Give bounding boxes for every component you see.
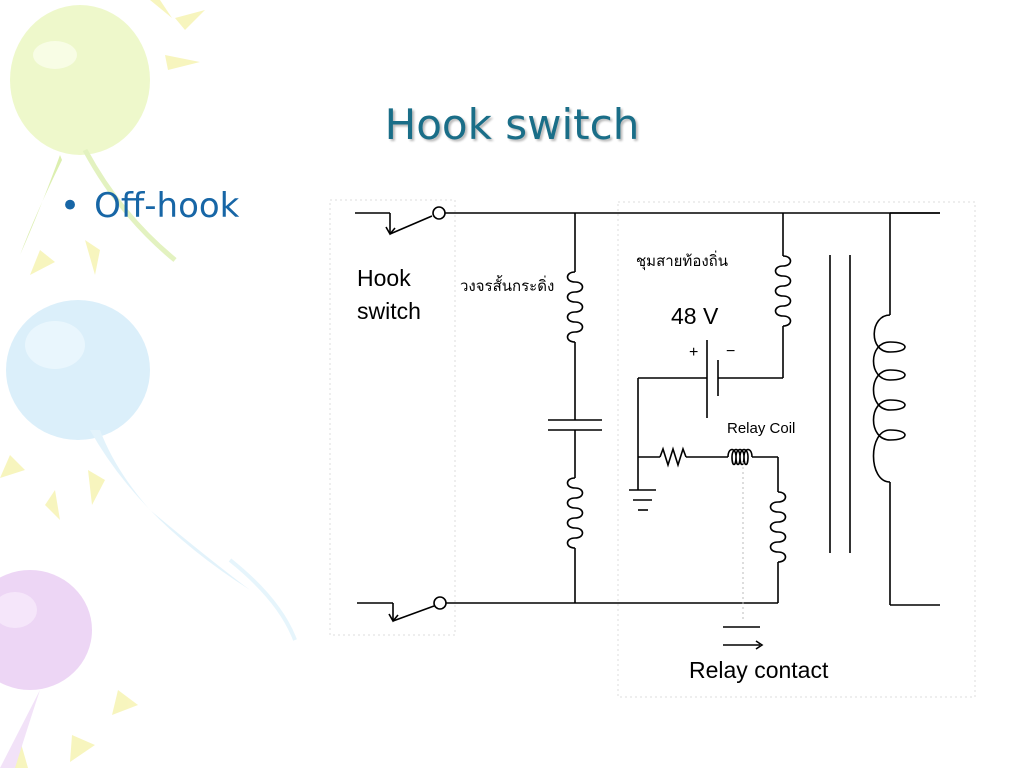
relay-coil-label: Relay Coil: [727, 420, 795, 437]
bullet-dot-icon: •: [60, 186, 81, 226]
slide-title: Hook switch: [384, 100, 640, 149]
relay-contact-label: Relay contact: [689, 657, 829, 683]
hook-switch-label-line1: Hook: [357, 265, 411, 291]
circuit-wires: [355, 206, 940, 650]
blue-balloon-icon: [6, 300, 297, 641]
hook-switch-label-line2: switch: [357, 298, 421, 324]
battery-plus-label: +: [689, 344, 698, 361]
ring-circuit-label: วงจรสั้นกระดิ่ง: [460, 275, 554, 295]
bullet-item: • Off-hook: [60, 186, 239, 226]
voltage-label: 48 V: [671, 303, 719, 329]
green-balloon-icon: [10, 5, 177, 262]
local-loop-label: ชุมสายท้องถิ่น: [636, 250, 728, 271]
bullet-text: Off-hook: [94, 186, 240, 226]
purple-balloon-icon: [0, 570, 92, 768]
diagram-panel-frames: [329, 199, 976, 698]
battery-minus-label: −: [726, 343, 735, 360]
